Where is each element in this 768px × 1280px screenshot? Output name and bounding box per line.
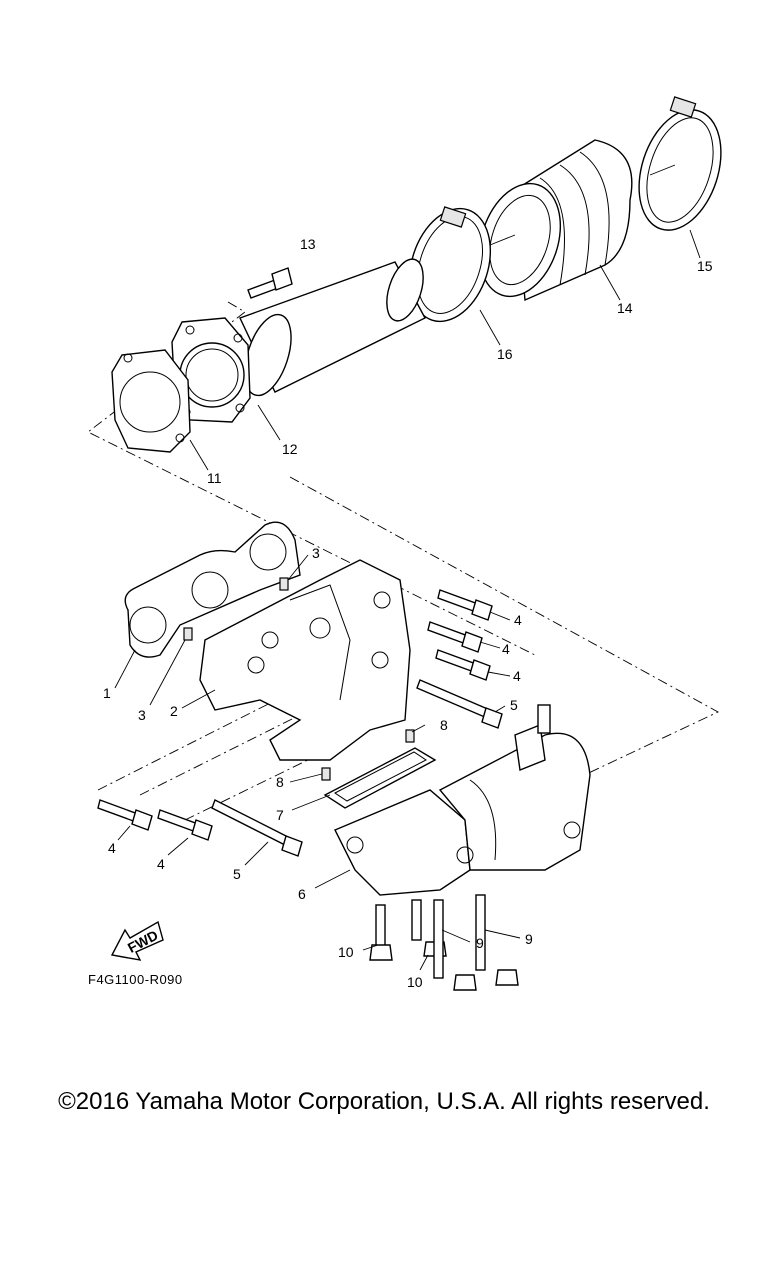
callout-7: 7 xyxy=(276,807,284,823)
bolt-4-left-1 xyxy=(97,799,153,831)
callout-14: 14 xyxy=(617,300,633,316)
dowel-pin-8a xyxy=(405,729,415,743)
callout-4-right-3: 4 xyxy=(513,668,521,684)
long-bolt-5-right xyxy=(416,679,503,729)
callout-11: 11 xyxy=(207,470,222,486)
callout-15: 15 xyxy=(697,258,713,274)
callout-3-lower: 3 xyxy=(138,707,146,723)
callout-4-right-1: 4 xyxy=(514,612,522,628)
long-bolt-5-left xyxy=(211,799,303,857)
callout-2: 2 xyxy=(170,703,178,719)
gasket-7 xyxy=(323,747,437,809)
callout-4-left-1: 4 xyxy=(108,840,116,856)
callout-8-lower: 8 xyxy=(276,774,284,790)
guide-line-left-2 xyxy=(139,714,301,796)
dowel-pin-3b xyxy=(279,577,289,591)
forward-direction-arrow: FWD xyxy=(110,920,164,961)
callout-6: 6 xyxy=(298,886,306,902)
callout-16: 16 xyxy=(497,346,513,362)
bolt-4-right-2 xyxy=(427,621,483,653)
dowel-pin-8b xyxy=(321,767,331,781)
callout-1: 1 xyxy=(103,685,111,701)
bolt-9-left xyxy=(433,899,477,991)
diagram-reference-code: F4G1100-R090 xyxy=(88,972,183,987)
callout-13: 13 xyxy=(300,236,316,252)
joint-hose-14 xyxy=(478,139,633,302)
callout-10-left: 10 xyxy=(338,944,354,960)
hose-clamp-15 xyxy=(638,96,722,231)
callout-8-upper: 8 xyxy=(440,717,448,733)
callout-4-right-2: 4 xyxy=(502,641,510,657)
callout-labels: 13 15 14 16 12 11 3 4 4 4 1 5 3 2 8 8 7 … xyxy=(103,236,713,990)
guide-line-left-1 xyxy=(97,687,301,791)
callout-9-right: 9 xyxy=(525,931,533,947)
exhaust-pipe-12 xyxy=(171,258,426,423)
exhaust-manifold-2 xyxy=(199,559,411,761)
bolt-9-right xyxy=(475,894,519,986)
bolt-4-right-3 xyxy=(435,649,491,681)
callout-3-upper: 3 xyxy=(312,545,320,561)
callout-5-left: 5 xyxy=(233,866,241,882)
bolt-13 xyxy=(247,267,293,299)
bolt-10-left xyxy=(369,904,393,961)
callout-9-left: 9 xyxy=(476,935,484,951)
bolt-4-right-1 xyxy=(437,589,493,621)
leader-lines xyxy=(114,229,701,971)
assembly-boundary-upper xyxy=(87,301,536,656)
manifold-gasket-1 xyxy=(124,521,301,658)
exhaust-parts-diagram: FWD 13 15 14 16 12 11 3 4 xyxy=(87,96,722,991)
exhaust-gasket-11 xyxy=(111,349,191,453)
hose-clamp-16 xyxy=(408,206,492,323)
callout-12: 12 xyxy=(282,441,298,457)
assembly-boundary-lower xyxy=(289,476,719,779)
callout-4-left-2: 4 xyxy=(157,856,165,872)
callout-5-right: 5 xyxy=(510,697,518,713)
bolt-4-left-2 xyxy=(157,809,213,841)
copyright-notice: ©2016 Yamaha Motor Corporation, U.S.A. A… xyxy=(58,1088,710,1115)
exhaust-chamber-6 xyxy=(334,704,591,896)
dowel-pin-3a xyxy=(183,627,193,641)
callout-10-right: 10 xyxy=(407,974,423,990)
